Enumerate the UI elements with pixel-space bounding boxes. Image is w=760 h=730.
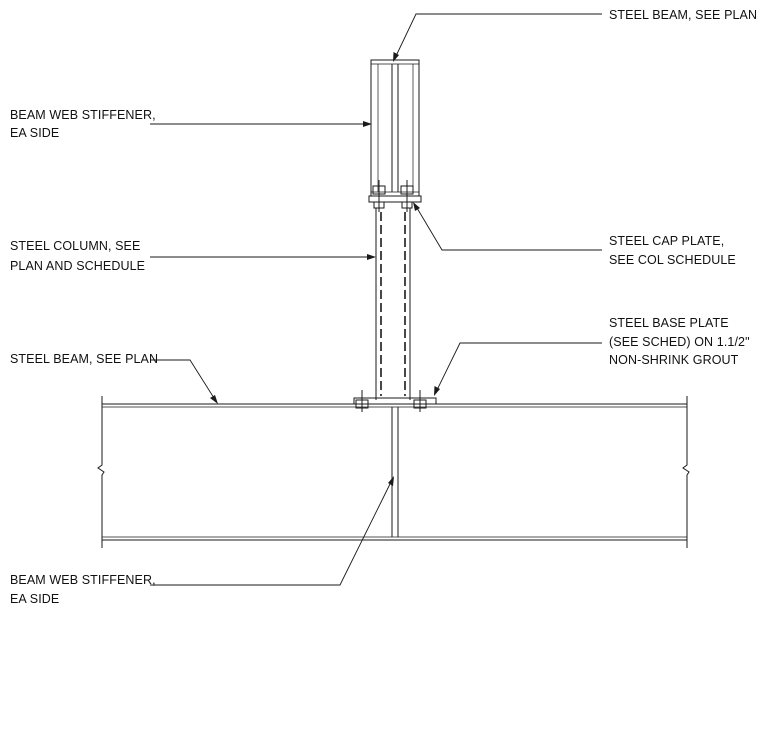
leader-base-plate [434,342,602,396]
base-plate [353,390,437,412]
leader-lower-beam [150,359,218,404]
label-top-beam: STEEL BEAM, SEE PLAN [609,8,757,22]
label-upper-stiffener-line2: EA SIDE [10,126,59,140]
label-cap-plate-line2: SEE COL SCHEDULE [609,253,736,267]
leader-cap-plate [413,202,602,251]
upper-steel-beam [370,59,420,197]
label-base-plate-line3: NON-SHRINK GROUT [609,353,739,367]
label-column-line2: PLAN AND SCHEDULE [10,259,145,273]
label-base-plate-line1: STEEL BASE PLATE [609,316,729,330]
steel-column [375,208,411,400]
leader-lower-stiffener [150,476,394,586]
lower-steel-beam [97,396,690,548]
label-lower-beam: STEEL BEAM, SEE PLAN [10,352,158,366]
label-lower-stiffener-line1: BEAM WEB STIFFENER, [10,573,156,587]
leader-upper-stiffener [150,121,372,127]
label-base-plate-line2: (SEE SCHED) ON 1.1/2" [609,335,750,349]
leader-column [150,254,376,260]
leader-top-beam [393,13,602,62]
cap-plate [368,180,422,212]
label-lower-stiffener-line2: EA SIDE [10,592,59,606]
label-upper-stiffener-line1: BEAM WEB STIFFENER, [10,108,156,122]
label-cap-plate-line1: STEEL CAP PLATE, [609,234,724,248]
label-column-line1: STEEL COLUMN, SEE [10,239,140,253]
